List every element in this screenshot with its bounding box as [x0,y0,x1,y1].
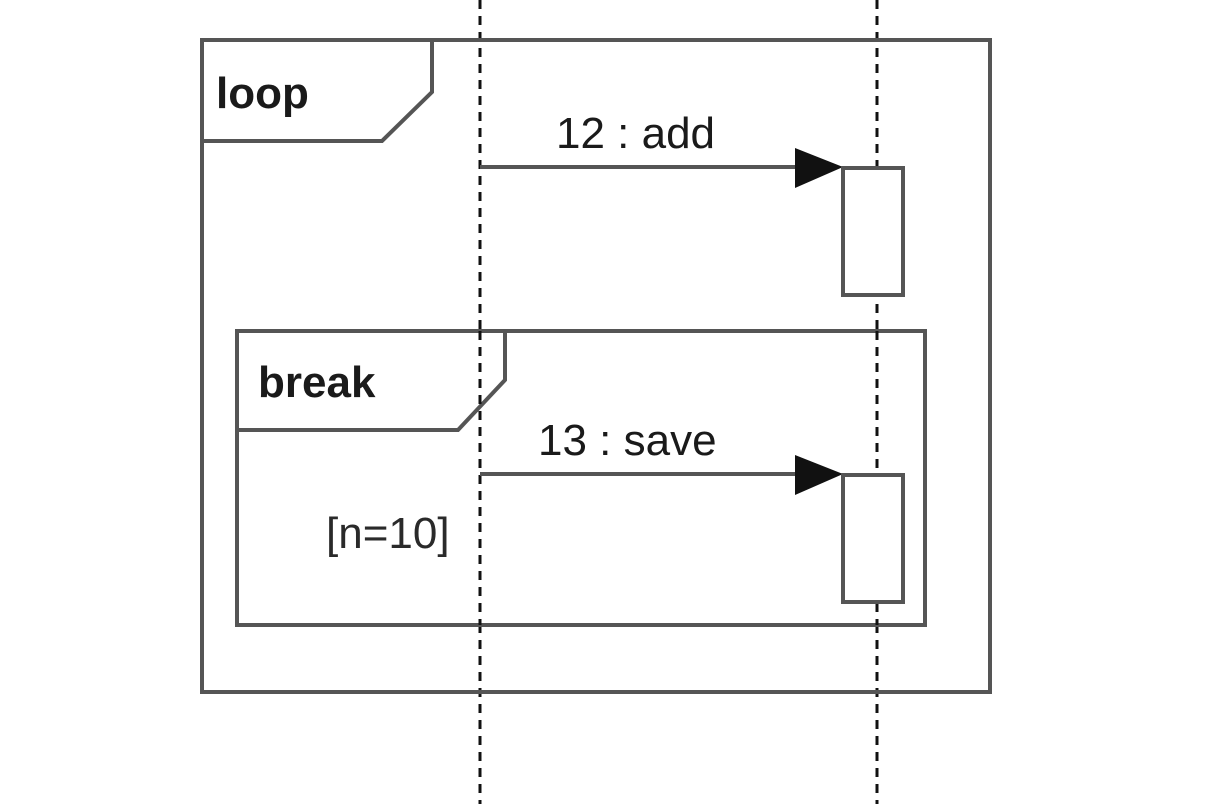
loop-fragment-frame [200,38,992,694]
loop-fragment-tab [202,38,434,143]
message-add-arrowhead [795,148,843,188]
break-operator-label: break [258,358,376,407]
break-guard-label: [n=10] [326,509,450,558]
break-fragment-tab [237,329,507,432]
loop-fragment: loop [200,38,992,694]
message-save-arrowhead [795,455,843,495]
message-add-label: 12 : add [556,109,715,158]
message-save: 13 : save [480,416,843,495]
activation-bar-add [841,166,905,297]
message-save-label: 13 : save [538,416,717,465]
message-add: 12 : add [480,109,843,188]
loop-operator-label: loop [216,69,309,118]
activation-bar-save [841,473,905,604]
